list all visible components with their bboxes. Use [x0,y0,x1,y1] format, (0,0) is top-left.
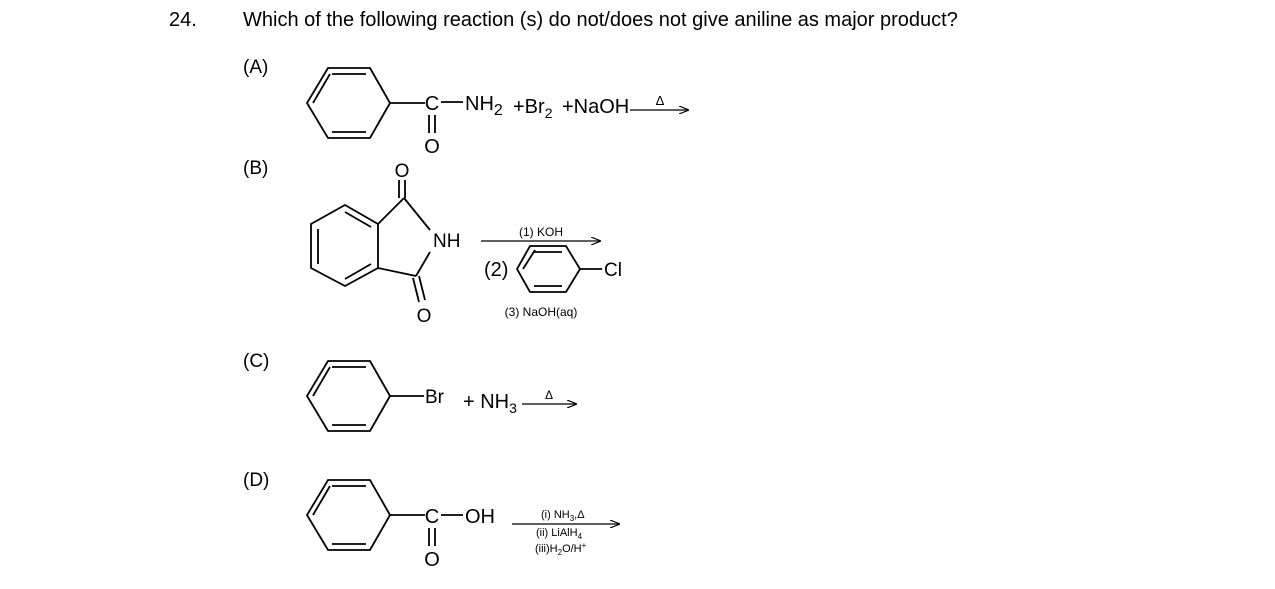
option-c-reagent-ammonia: + NH3 [463,391,517,416]
question-text: Which of the following reaction (s) do n… [243,9,958,31]
option-d-scheme: C O OH (i) NH3,Δ (ii) LiAlH4 (iii)H2O/H+ [305,479,619,571]
benzene-ring-a [305,67,392,139]
option-c-condition-heat: Δ [545,388,553,402]
option-a-reagent-bromine: +Br2 [513,96,553,121]
option-d-hydroxyl-group: OH [465,506,495,528]
option-b-step-3: (3) NaOH(aq) [505,305,578,319]
option-d-carbonyl-oxygen: O [424,549,440,571]
option-b-top-oxygen: O [395,161,410,182]
benzyl-chloride-ring [515,245,602,293]
option-c-bromine: Br [425,387,445,408]
option-b-label: (B) [243,158,269,179]
option-a-reagent-naoh: +NaOH [562,96,629,118]
option-b-step-2-label: (2) [484,259,508,281]
question-number: 24. [169,9,197,31]
option-b-step-1: (1) KOH [519,225,563,239]
option-a-amide-group: NH2 [465,93,503,119]
option-d-step-2: (ii) LiAlH4 [536,527,583,541]
phthalimide-structure [310,180,431,303]
option-b-bottom-oxygen: O [417,306,432,327]
option-b-chlorine: Cl [604,260,622,281]
benzene-ring-d [305,479,392,551]
option-c-label: (C) [243,351,270,372]
option-a-condition-heat: Δ [656,93,665,108]
option-a-carbonyl-carbon: C [425,93,439,115]
option-a-carbonyl-oxygen: O [424,136,440,158]
option-b-scheme: O O NH (1) KOH (2) Cl (3) NaOH(aq) [310,161,622,327]
benzene-ring-c [305,360,392,432]
option-b-ring-nh: NH [433,231,460,252]
option-c-scheme: Br + NH3 Δ [305,360,576,432]
option-a-label: (A) [243,57,269,78]
option-d-step-3: (iii)H2O/H+ [535,541,587,557]
option-d-carbonyl-carbon: C [425,506,439,528]
option-a-scheme: C O NH2 +Br2 +NaOH Δ [305,67,688,158]
option-d-label: (D) [243,470,270,491]
option-d-step-1: (i) NH3,Δ [541,509,585,523]
